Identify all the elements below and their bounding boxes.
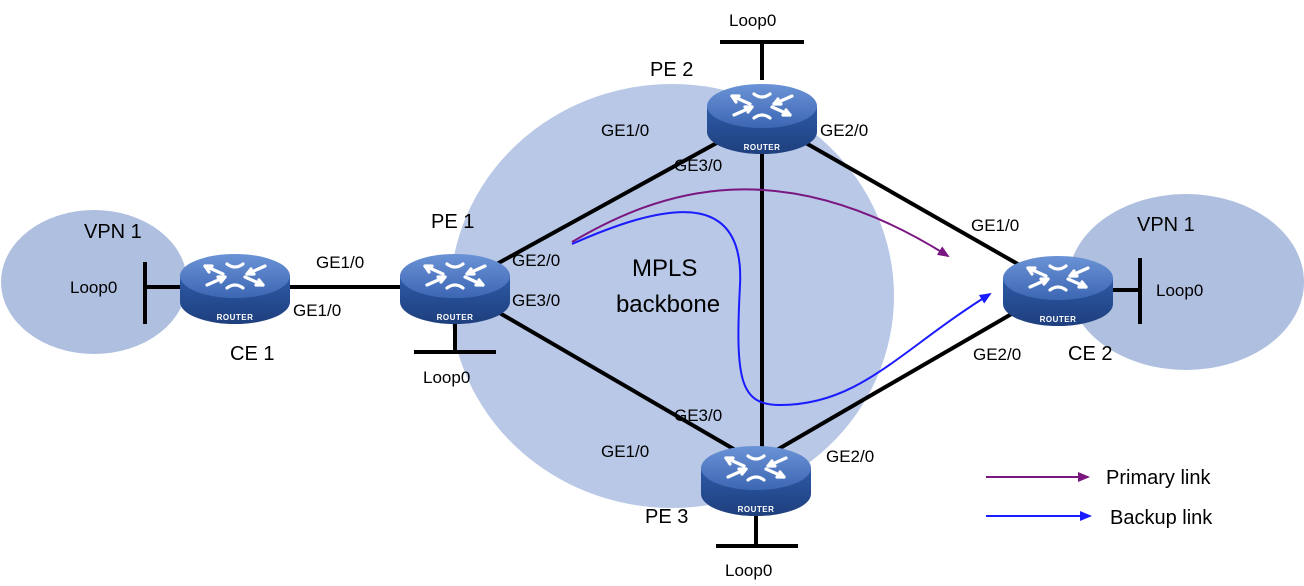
router-pe3: ROUTER (699, 444, 813, 518)
link-pe1-pe3 (453, 285, 758, 464)
legend-primary-label: Primary link (1106, 467, 1211, 489)
backbone-line-2: backbone (616, 291, 720, 318)
loopback-label-pe1: Loop0 (423, 368, 470, 387)
port-label-pe2-ge1: GE1/0 (601, 121, 649, 140)
primary-link-path (571, 188, 950, 258)
port-label-pe3-ge1: GE1/0 (601, 442, 649, 461)
port-label-pe1-ge1: GE1/0 (316, 253, 364, 272)
port-label-ce2-ge2: GE2/0 (973, 345, 1021, 364)
link-pe1-pe2 (454, 116, 763, 289)
backup-link-path (571, 211, 992, 407)
loopback-label-ce1: Loop0 (70, 278, 117, 297)
mpls-backbone-region (450, 84, 894, 508)
legend-backup-label: Backup link (1110, 507, 1213, 529)
router-name-pe1: PE 1 (431, 211, 474, 233)
router-name-ce2: CE 2 (1068, 343, 1112, 365)
router-name-ce1: CE 1 (230, 343, 274, 365)
link-pe2-ce2 (761, 116, 1059, 289)
port-label-pe2-ge2: GE2/0 (820, 121, 868, 140)
region-label-mpls-backbone: MPLS backbone (616, 255, 720, 318)
port-label-ce2-ge1: GE1/0 (971, 216, 1019, 235)
loopback-label-ce2: Loop0 (1156, 281, 1203, 300)
router-badge: ROUTER (744, 143, 781, 152)
port-label-pe1-ge2: GE2/0 (512, 251, 560, 270)
port-label-pe3-ge2: GE2/0 (826, 447, 874, 466)
region-label-vpn1-right: VPN 1 (1137, 214, 1195, 236)
port-label-pe1-ge3: GE3/0 (512, 291, 560, 310)
vpn1-right-region (1068, 194, 1304, 370)
port-label-ce1-ge1: GE1/0 (293, 301, 341, 320)
port-label-pe3-ge3: GE3/0 (674, 406, 722, 425)
router-ce1: ROUTER (178, 252, 292, 326)
link-pe3-ce2 (754, 285, 1060, 464)
port-label-pe2-ge3: GE3/0 (674, 156, 722, 175)
vpn1-left-region (1, 210, 187, 354)
router-name-pe3: PE 3 (645, 506, 688, 528)
router-pe1: ROUTER (398, 252, 512, 326)
router-ce2: ROUTER (1001, 254, 1115, 328)
legend: Primary link Backup link (986, 467, 1213, 529)
loopback-label-pe2: Loop0 (729, 11, 776, 30)
router-badge: ROUTER (217, 313, 254, 322)
router-badge: ROUTER (437, 313, 474, 322)
router-badge: ROUTER (738, 505, 775, 514)
loopback-label-pe3: Loop0 (725, 561, 772, 580)
router-pe2: ROUTER (705, 82, 819, 156)
backbone-line-1: MPLS (632, 255, 697, 282)
router-name-pe2: PE 2 (650, 59, 693, 81)
region-label-vpn1-left: VPN 1 (84, 221, 142, 243)
router-badge: ROUTER (1040, 315, 1077, 324)
